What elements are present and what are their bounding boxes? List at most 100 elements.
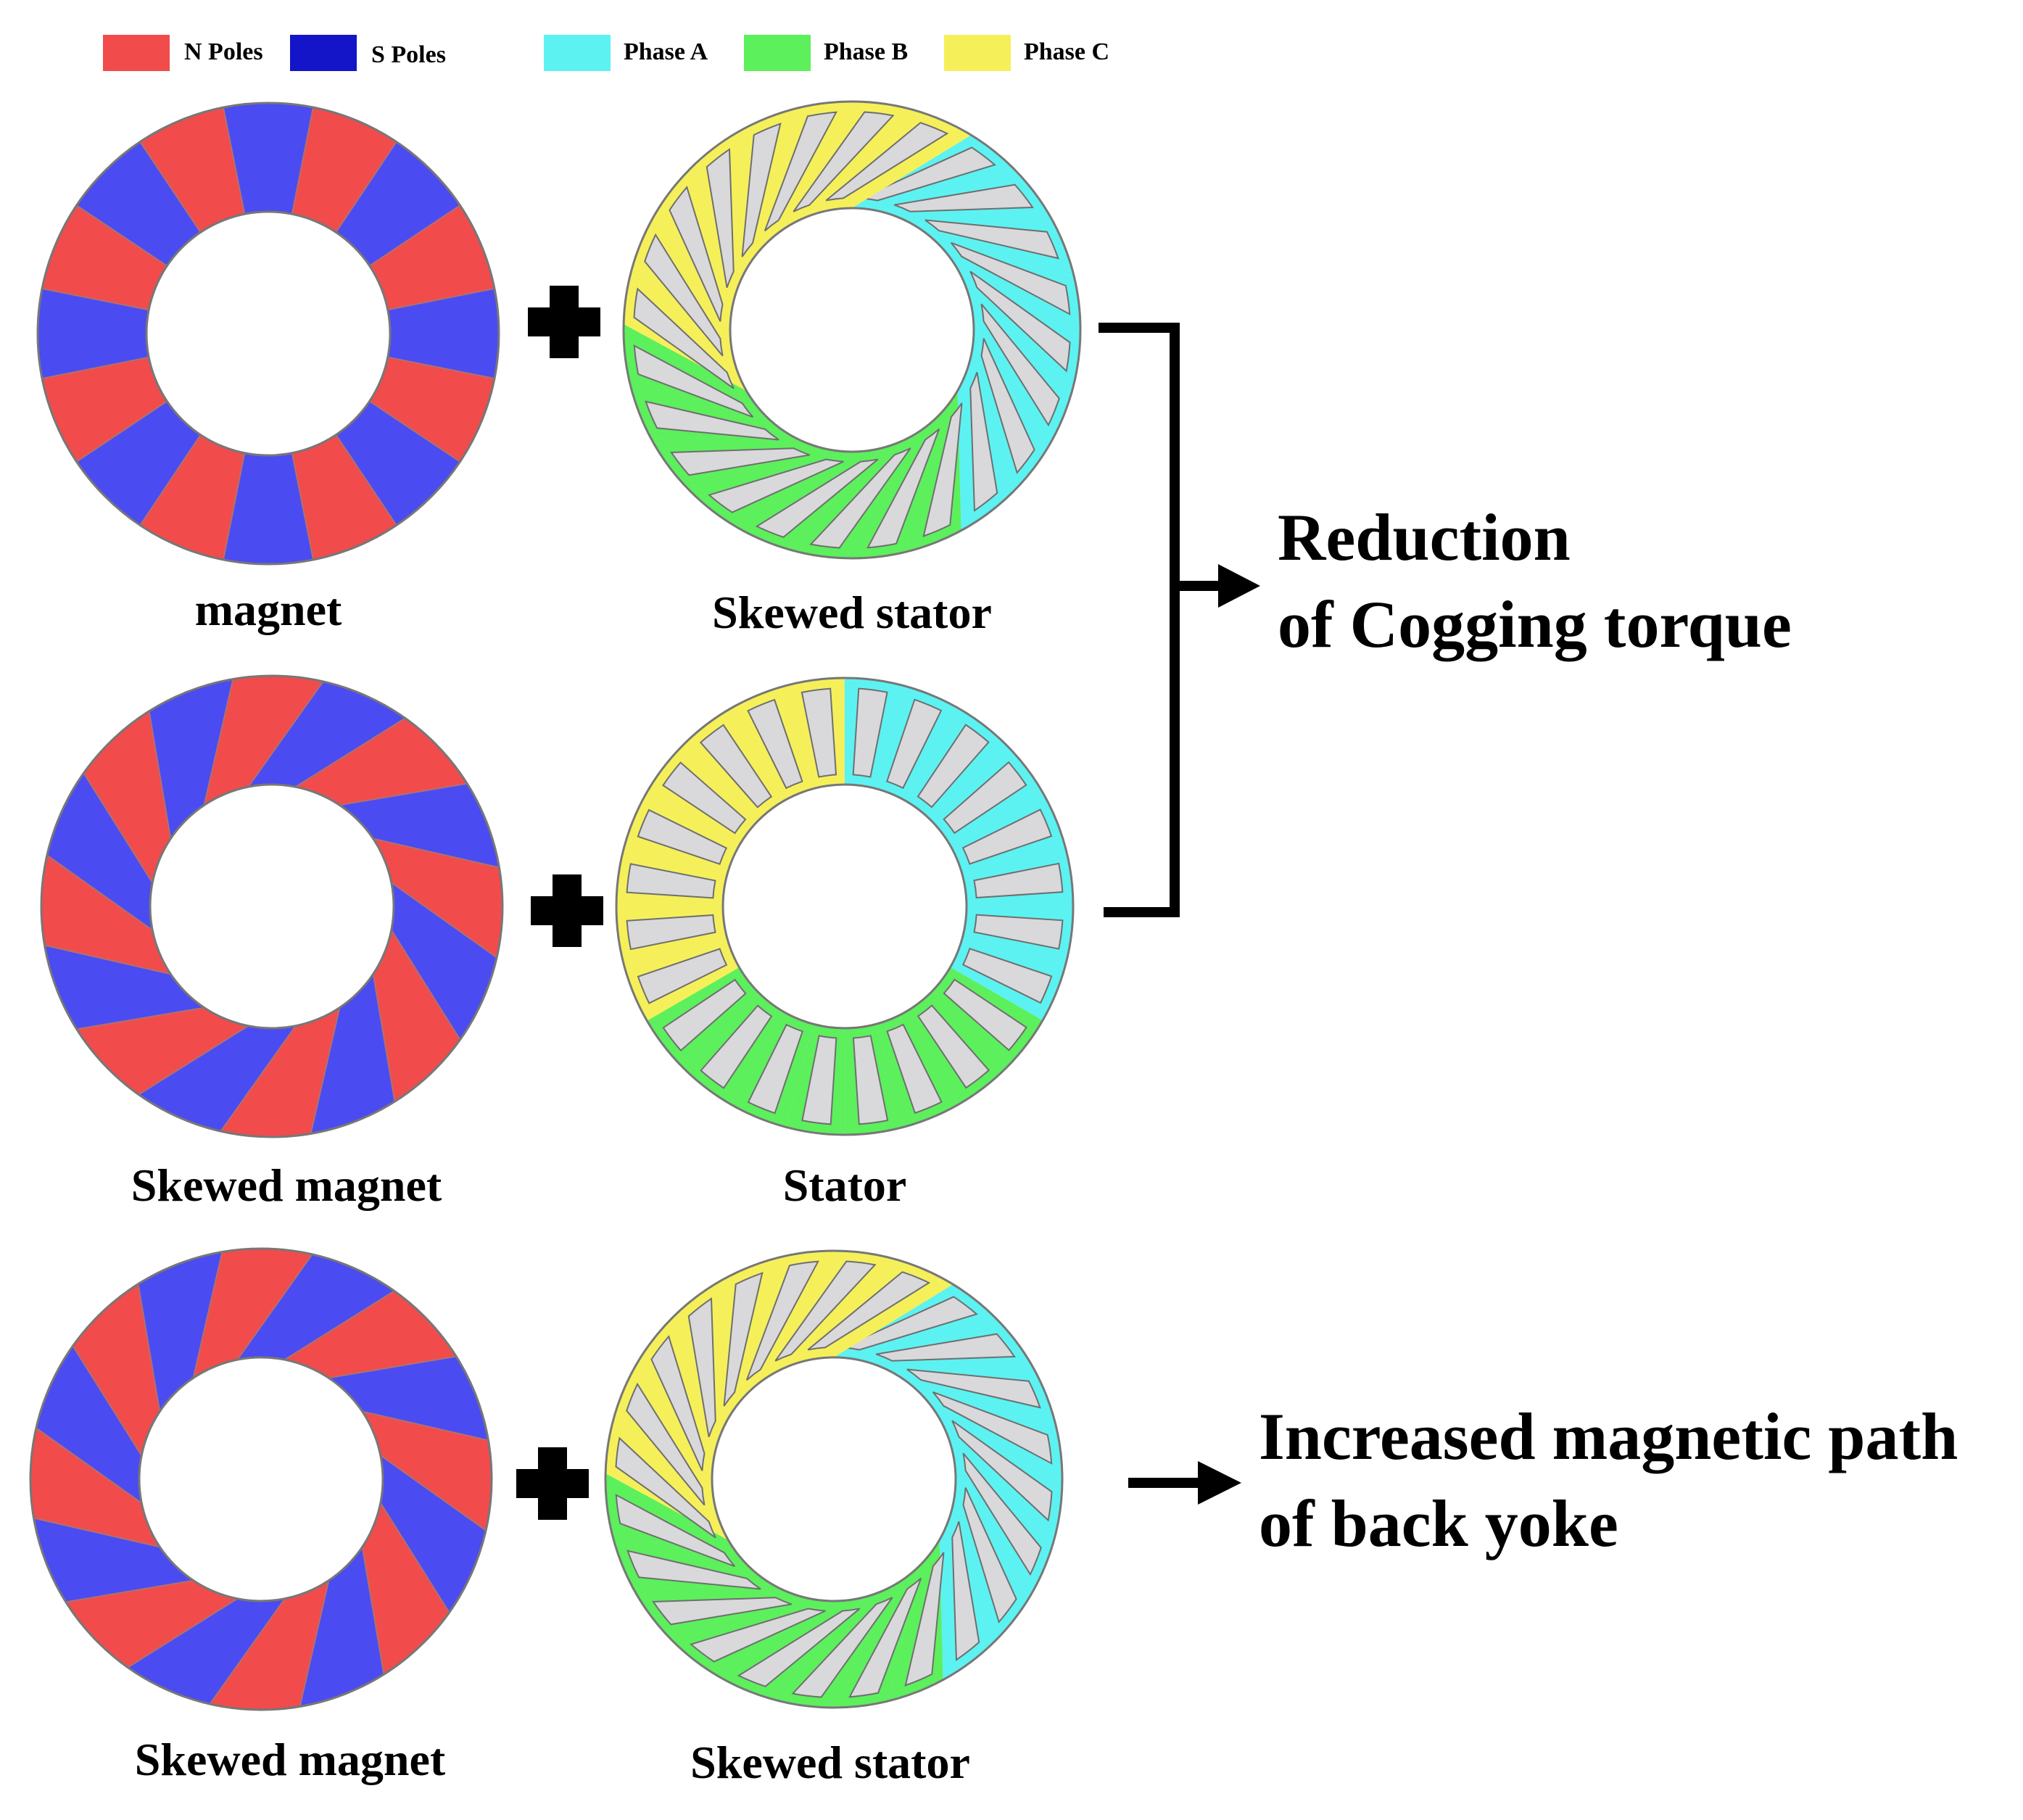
stator-slot <box>980 338 1035 474</box>
stator-slot <box>943 761 1027 835</box>
legend-swatch-phase-c <box>944 35 1011 71</box>
magnet-caption-2: Skewed magnet <box>131 1159 442 1211</box>
stator-slot <box>774 1260 877 1362</box>
stator-coil-segment <box>605 1414 729 1541</box>
stator-coil-segment <box>605 1473 748 1565</box>
magnet-ring-2 <box>40 674 504 1138</box>
stator-coil-segment <box>939 1418 1062 1544</box>
stator-slot <box>973 862 1064 899</box>
stator-coil-segment <box>624 265 747 392</box>
stator-inner-edge <box>729 207 975 453</box>
legend-label-phase-c: Phase C <box>1024 38 1109 65</box>
stator-ring-2 <box>615 677 1075 1136</box>
result-bottom-line2: of back yoke <box>1259 1486 1618 1560</box>
plus-icon <box>531 874 603 947</box>
stator-slot <box>652 1597 793 1626</box>
stator-slot <box>793 111 895 212</box>
stator-slot <box>633 344 754 418</box>
stator-slot <box>633 287 735 389</box>
stator-slot <box>662 761 747 835</box>
stator-slot <box>932 1391 1053 1465</box>
stator-coil-segment <box>624 323 766 416</box>
stator-ring-3 <box>604 1249 1064 1709</box>
legend-swatch-n-poles <box>103 35 170 71</box>
stator-slot <box>615 1494 736 1568</box>
stator-slot <box>852 687 888 778</box>
stator-caption-3: Skewed stator <box>690 1737 970 1788</box>
stator-ring-1 <box>622 100 1082 560</box>
magnet-inner-edge <box>138 1356 384 1602</box>
stator-slot <box>626 914 716 951</box>
stator-slot <box>745 1260 819 1381</box>
stator-slot <box>886 698 943 790</box>
stator-slot <box>737 1608 861 1687</box>
stator-slot <box>615 1436 716 1539</box>
stator-slot <box>690 1608 826 1663</box>
stator-slot <box>741 123 782 257</box>
stator-slot <box>904 1552 945 1687</box>
stator-slot <box>791 1597 893 1698</box>
stator-coil-segment <box>957 268 1080 395</box>
stator-slot <box>809 447 911 549</box>
magnet-outer-edge <box>29 1247 493 1711</box>
legend-label-phase-b: Phase B <box>824 38 908 65</box>
legend: N Poles S Poles Phase A Phase B Phase C <box>103 35 1109 71</box>
stator-slot <box>962 1487 1017 1623</box>
stator-coil-segment <box>827 1565 920 1708</box>
legend-label-n-poles: N Poles <box>184 38 263 65</box>
arrow-right-icon <box>1175 564 1260 608</box>
legend-label-s-poles: S Poles <box>371 41 446 68</box>
stator-coil-segment <box>766 102 859 244</box>
stator-slot <box>708 458 844 513</box>
stator-slot <box>800 687 837 778</box>
stator-slot <box>917 724 990 808</box>
stator-inner-edge <box>721 783 968 1030</box>
stator-slot <box>699 724 773 808</box>
plus-icon <box>516 1447 589 1520</box>
stator-slot <box>650 1335 706 1471</box>
magnet-caption-1: magnet <box>195 584 342 635</box>
stator-slot <box>669 186 724 322</box>
stator-coil-segment <box>772 1251 899 1374</box>
stator-slot <box>962 1452 1042 1576</box>
stator-coil-segment <box>919 1393 1062 1486</box>
stator-slot <box>961 948 1053 1004</box>
stator-slot <box>645 400 779 441</box>
magnet-outer-edge <box>40 674 504 1138</box>
stator-slot <box>637 948 728 1004</box>
stator-slot <box>951 1420 1053 1522</box>
stator-slot <box>801 1035 837 1125</box>
stator-slot <box>670 447 811 476</box>
magnet-caption-3: Skewed magnet <box>135 1734 446 1785</box>
stator-slot <box>700 1004 773 1089</box>
stator-slot <box>969 371 998 512</box>
stator-slot <box>706 148 735 289</box>
legend-swatch-phase-a <box>544 35 611 71</box>
stator-slot <box>852 1035 889 1125</box>
stator-slot <box>973 914 1064 950</box>
stator-slot <box>875 1333 1016 1362</box>
stator-slot <box>644 233 724 357</box>
legend-label-phase-a: Phase A <box>624 38 708 65</box>
stator-caption-2: Stator <box>783 1159 907 1211</box>
arrow-right-icon <box>1128 1461 1241 1505</box>
stator-slot <box>755 458 879 538</box>
stator-slot <box>950 241 1071 315</box>
stator-slot <box>866 428 940 549</box>
stator-slot <box>951 1521 980 1661</box>
stator-slot <box>747 1023 803 1114</box>
stator-slot <box>980 303 1060 427</box>
stator-outer-edge <box>622 100 1082 560</box>
legend-swatch-s-poles <box>290 35 357 71</box>
legend-swatch-phase-b <box>744 35 811 71</box>
stator-slot <box>917 1004 990 1089</box>
stator-slot <box>906 1368 1041 1409</box>
bracket-icon <box>1099 323 1180 917</box>
result-top-line1: Reduction <box>1278 500 1571 574</box>
stator-slot <box>626 863 716 899</box>
stator-slot <box>848 1577 922 1698</box>
stator-slot <box>626 1550 761 1590</box>
stator-outer-edge <box>604 1249 1064 1709</box>
stator-slot <box>747 698 803 790</box>
